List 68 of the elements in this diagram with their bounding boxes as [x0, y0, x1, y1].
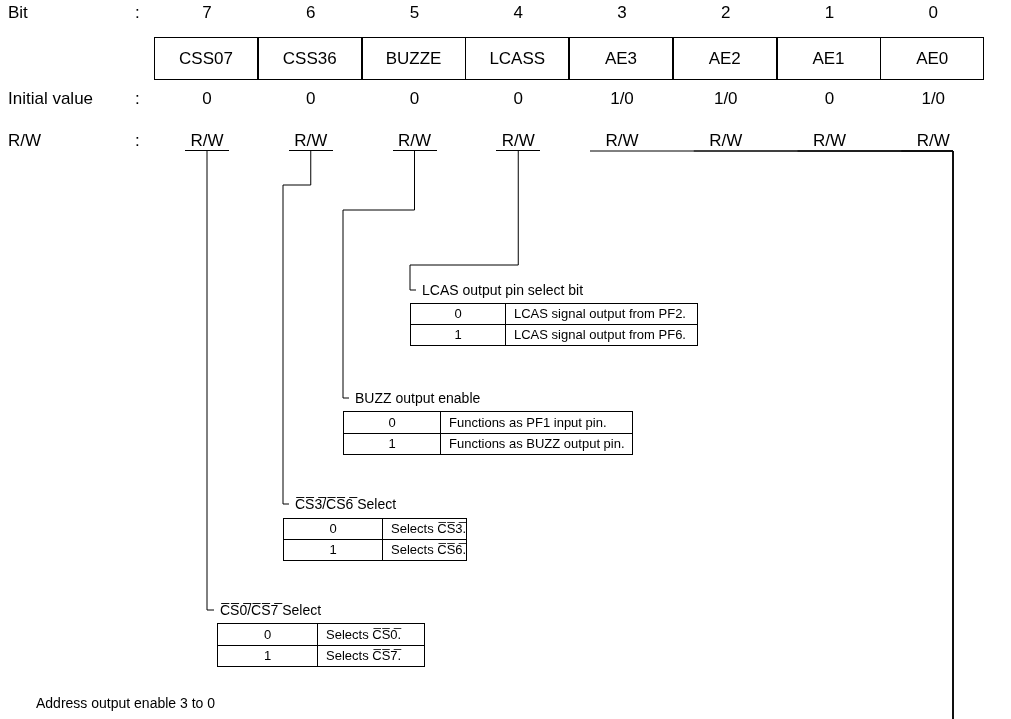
register-label: 7	[202, 3, 212, 22]
field-description: Address output enable 3 to 0	[30, 694, 216, 712]
field-description: C̅S̅0̅/C̅S̅7̅ Select	[214, 601, 322, 619]
register-label: 0	[409, 89, 420, 108]
register-label: 6	[306, 3, 316, 22]
access-label: R/W	[911, 131, 956, 151]
setting-description: Functions as PF1 input pin.	[449, 413, 607, 432]
register-label: 3	[617, 3, 627, 22]
setting-description: Selects C̅S̅0̅.	[326, 625, 402, 644]
setting-description: Selects C̅S̅7̅.	[326, 647, 402, 665]
register-label: 1/0	[610, 89, 634, 108]
access-label: R/W	[185, 131, 229, 151]
setting-description: Selects C̅S̅6̅.	[391, 541, 467, 560]
leader-line	[206, 150, 215, 611]
register-label: 4	[513, 3, 523, 22]
register-label: 1/0	[713, 89, 738, 108]
field-description: BUZZ output enable	[349, 389, 481, 407]
access-label: R/W	[600, 131, 644, 151]
access-label: R/W	[392, 131, 437, 151]
register-label: 1	[824, 3, 835, 22]
leader-line	[409, 150, 519, 291]
register-label: Initial value	[8, 89, 94, 108]
register-label: :	[135, 89, 140, 108]
register-label: 0	[513, 89, 523, 108]
bit-value: 1	[454, 326, 462, 345]
leader-line	[282, 150, 312, 505]
field-description: LCAS output pin select bit	[416, 281, 584, 299]
bit-value: 0	[329, 520, 337, 539]
register-label: R/W	[8, 131, 42, 150]
setting-description: Functions as BUZZ output pin.	[449, 435, 625, 453]
register-label: 1/0	[921, 89, 946, 108]
register-label: :	[135, 131, 140, 150]
register-label: 0	[202, 89, 212, 108]
bit-value: 0	[454, 305, 462, 324]
setting-table	[343, 411, 633, 455]
bit-value: 1	[388, 435, 396, 453]
setting-table	[283, 518, 467, 561]
register-label: 0	[824, 89, 835, 108]
access-label: R/W	[807, 131, 852, 151]
register-bit-cell: BUZZE	[361, 37, 466, 80]
leader-line	[342, 150, 415, 399]
register-bit-cell: AE2	[672, 37, 777, 80]
register-label: 0	[306, 89, 316, 108]
access-label: R/W	[288, 131, 333, 151]
register-label: 5	[409, 3, 420, 22]
register-label: 0	[928, 3, 938, 22]
register-bit-cell: LCASS	[465, 37, 570, 80]
setting-description: LCAS signal output from PF6.	[514, 326, 686, 345]
register-bit-cell: CSS07	[154, 37, 258, 80]
register-label: Bit	[8, 3, 28, 22]
setting-table	[410, 303, 698, 346]
bit-value: 0	[263, 625, 272, 644]
access-label: R/W	[496, 131, 541, 151]
setting-table	[217, 623, 425, 667]
bit-value: 0	[388, 413, 396, 432]
register-label: :	[135, 3, 140, 22]
register-bit-cell: AE0	[880, 37, 985, 80]
register-bit-cell: AE3	[569, 37, 673, 80]
setting-description: Selects C̅S̅3̅.	[391, 520, 467, 539]
bit-value: 1	[329, 541, 337, 560]
access-label: R/W	[703, 131, 748, 151]
field-description: C̅S̅3̅/C̅S̅6̅ Select	[289, 495, 397, 513]
bit-value: 1	[263, 647, 272, 665]
setting-description: LCAS signal output from PF2.	[514, 305, 686, 324]
register-bit-cell: CSS36	[257, 37, 362, 80]
register-bit-cell: AE1	[776, 37, 881, 80]
leader-line	[900, 150, 954, 719]
register-label: 2	[721, 3, 731, 22]
